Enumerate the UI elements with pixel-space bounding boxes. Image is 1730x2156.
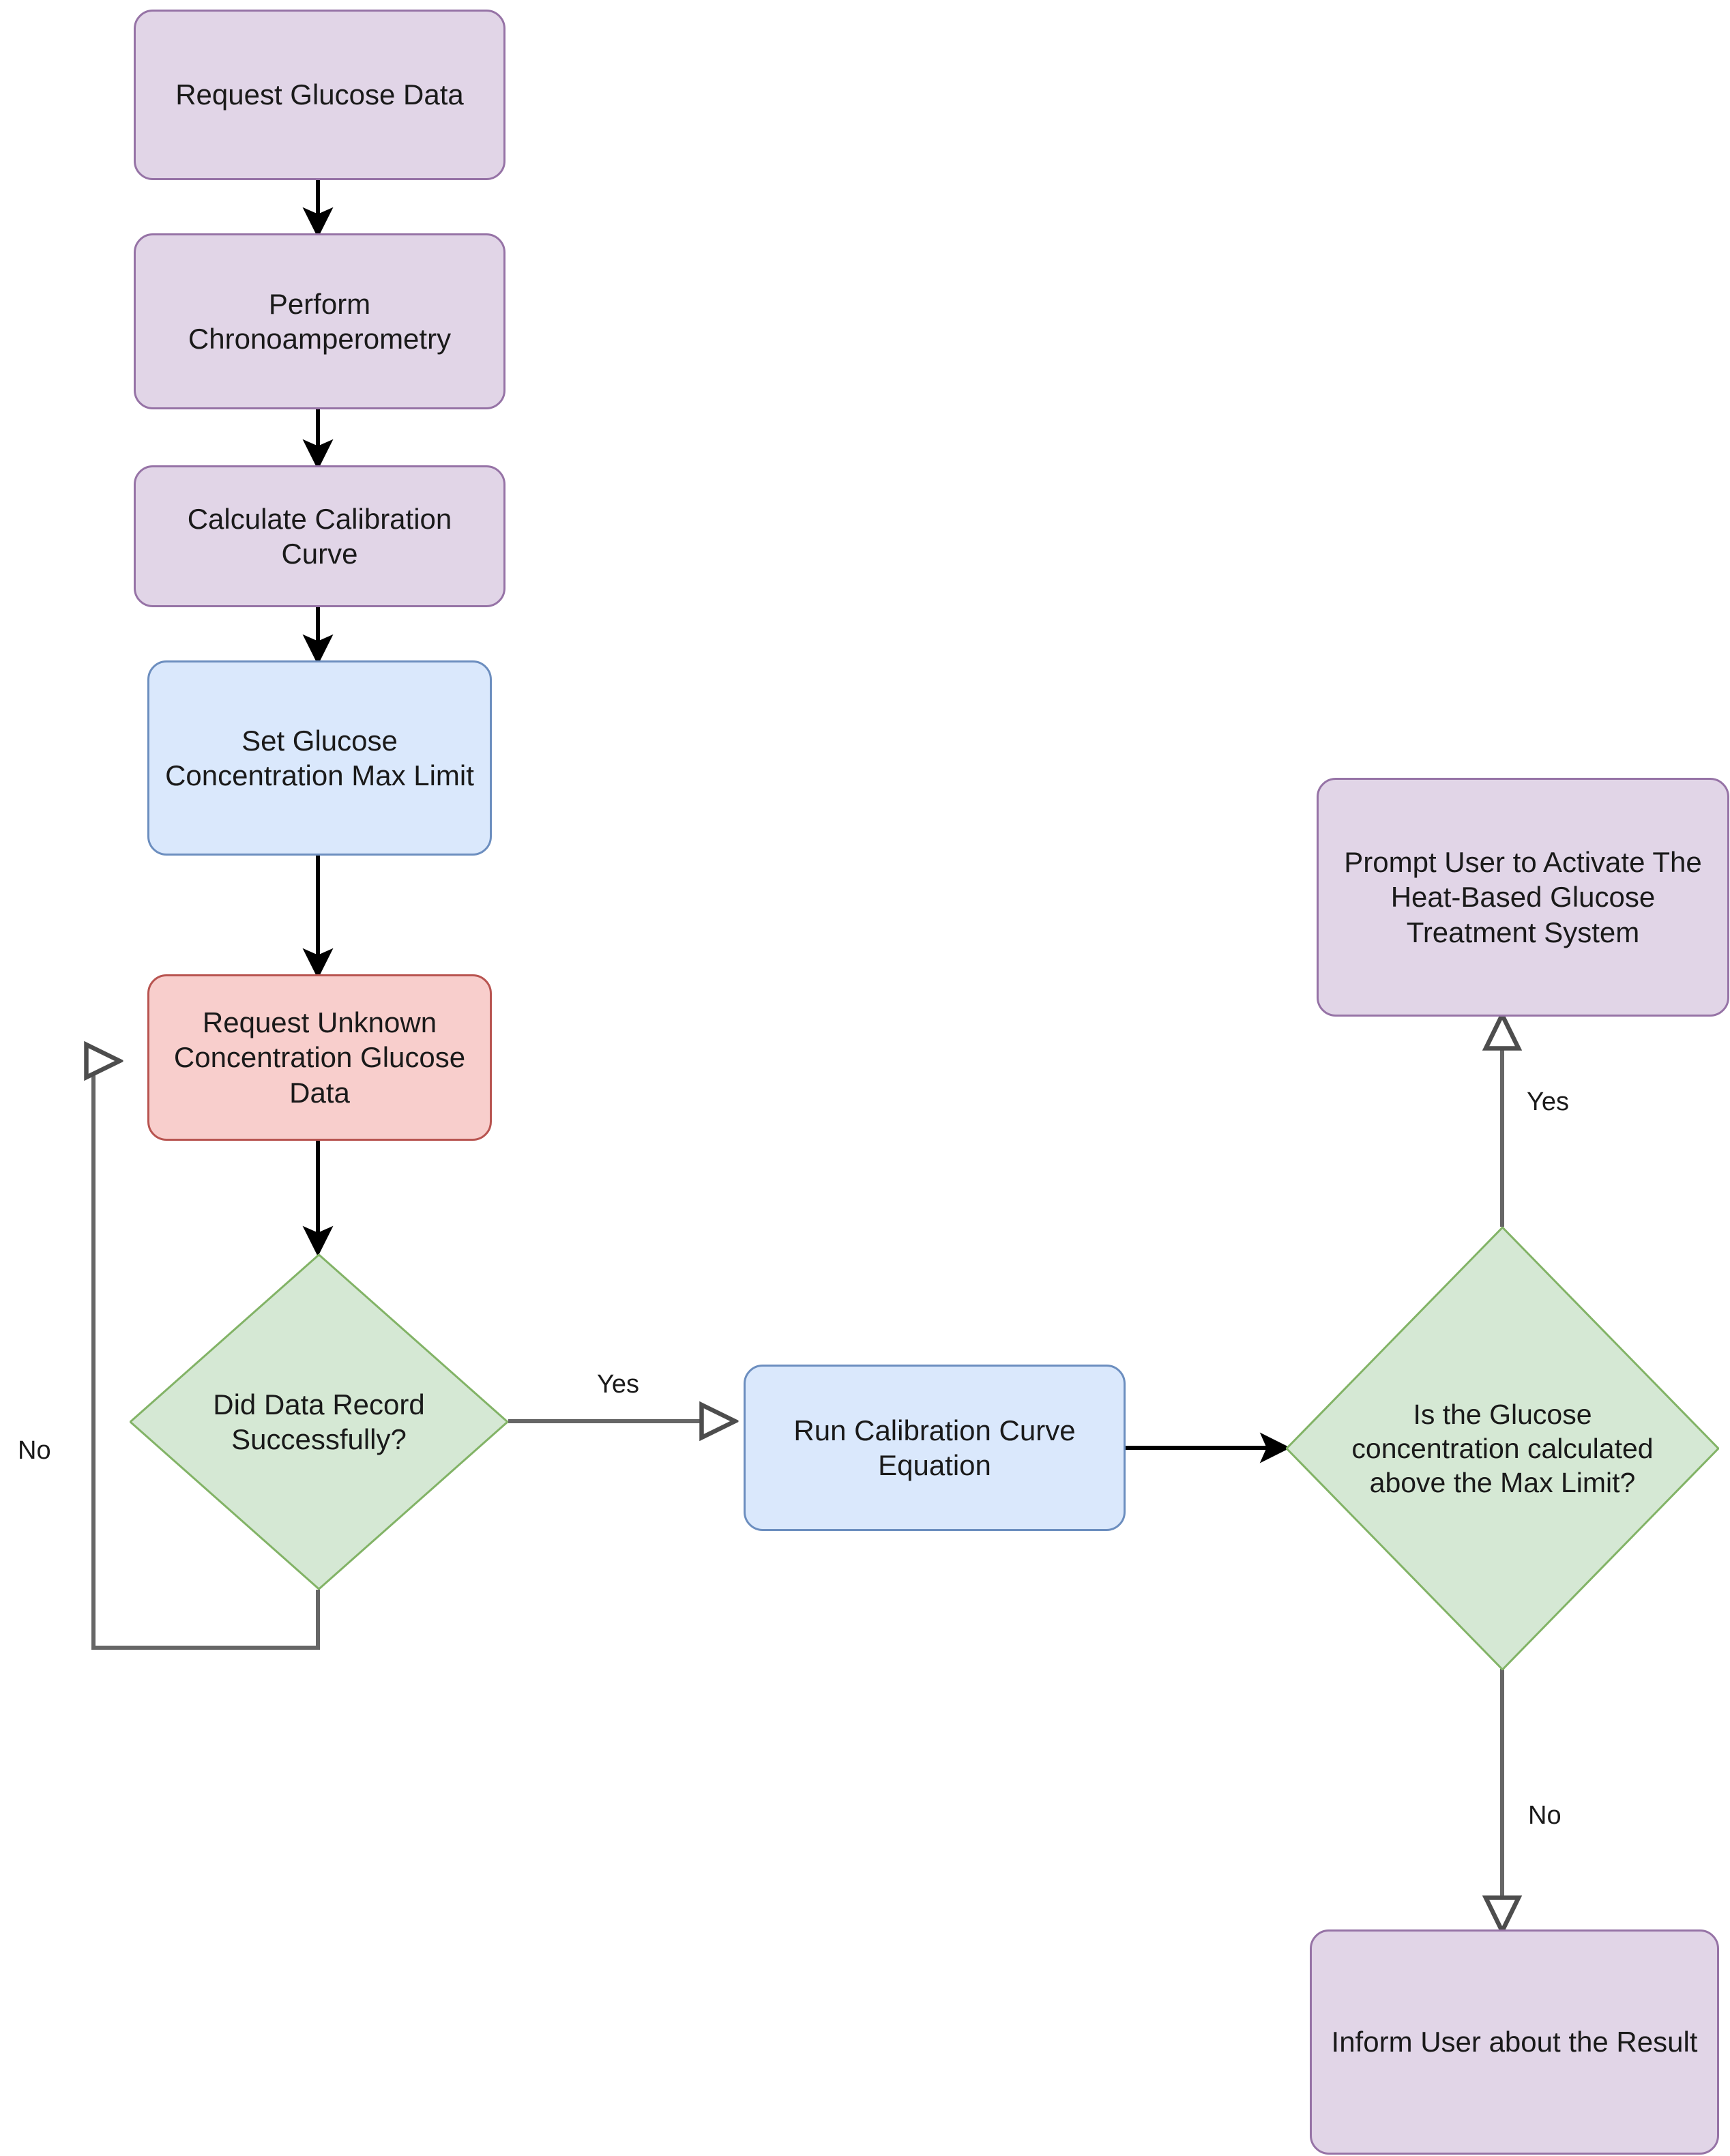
node-label: Did Data Record Successfully? bbox=[213, 1388, 425, 1455]
diamond-shape bbox=[1286, 1227, 1719, 1670]
node-label: Run Calibration Curve Equation bbox=[793, 1414, 1076, 1481]
node-label: Inform User about the Result bbox=[1331, 2026, 1698, 2058]
node-is-above-max-limit[interactable]: Is the Glucose concentration calculated … bbox=[1286, 1227, 1719, 1670]
node-label: Is the Glucose concentration calculated … bbox=[1351, 1398, 1654, 1498]
node-calculate-calibration-curve[interactable]: Calculate Calibration Curve bbox=[134, 465, 505, 607]
node-perform-chronoamperometry[interactable]: Perform Chronoamperometry bbox=[134, 233, 505, 409]
node-label: Set Glucose Concentration Max Limit bbox=[165, 724, 474, 791]
diamond-shape bbox=[130, 1254, 508, 1590]
node-label: Request Glucose Data bbox=[175, 78, 464, 111]
node-label: Perform Chronoamperometry bbox=[188, 287, 452, 355]
edge-label-maxlimit-no: No bbox=[1528, 1801, 1562, 1830]
node-prompt-user-activate[interactable]: Prompt User to Activate The Heat-Based G… bbox=[1317, 778, 1729, 1017]
edge-label-decision-yes: Yes bbox=[597, 1370, 639, 1399]
edge-label-maxlimit-yes: Yes bbox=[1527, 1088, 1569, 1116]
node-did-data-record[interactable]: Did Data Record Successfully? bbox=[130, 1254, 508, 1590]
node-inform-user-result[interactable]: Inform User about the Result bbox=[1310, 1929, 1719, 2155]
node-label: Request Unknown Concentration Glucose Da… bbox=[173, 1006, 466, 1109]
node-request-glucose-data[interactable]: Request Glucose Data bbox=[134, 10, 505, 180]
edge-label-decision-no: No bbox=[18, 1436, 51, 1465]
node-run-calibration-curve-equation[interactable]: Run Calibration Curve Equation bbox=[744, 1365, 1126, 1531]
node-set-glucose-max-limit[interactable]: Set Glucose Concentration Max Limit bbox=[147, 660, 492, 856]
node-request-unknown-concentration[interactable]: Request Unknown Concentration Glucose Da… bbox=[147, 974, 492, 1141]
node-label: Calculate Calibration Curve bbox=[187, 502, 452, 570]
node-label: Prompt User to Activate The Heat-Based G… bbox=[1344, 846, 1702, 948]
